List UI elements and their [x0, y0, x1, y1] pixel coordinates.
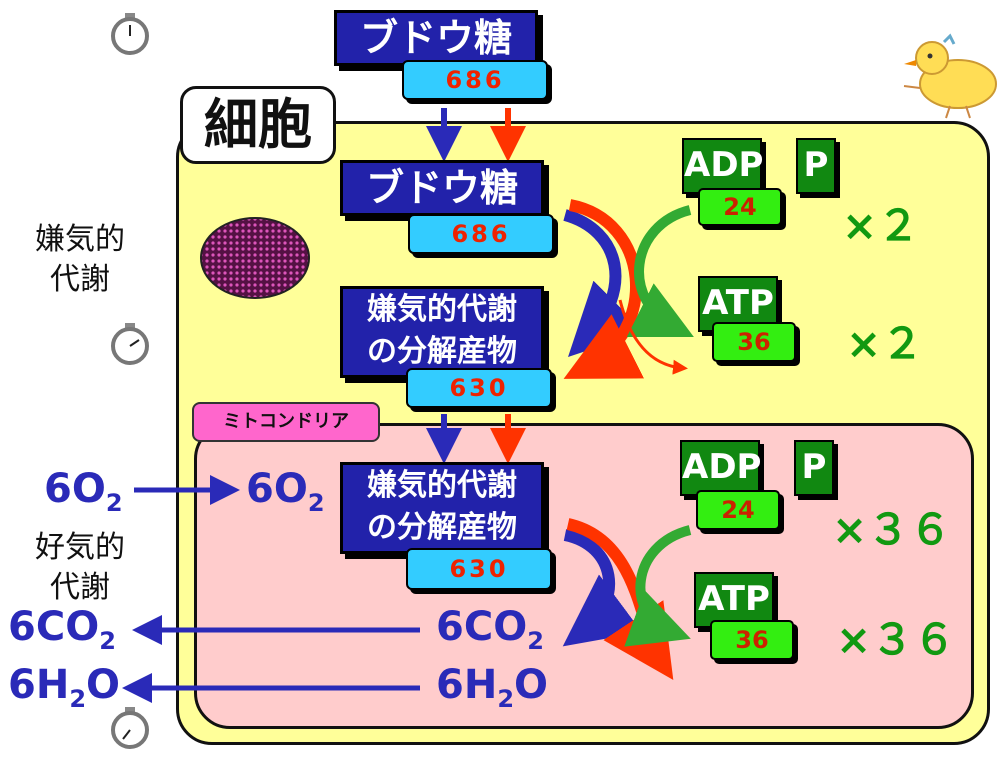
respiration-arrows [562, 518, 692, 680]
glucose-energy-value: 686 [402, 60, 548, 100]
adp-energy-value: 24 [698, 188, 782, 226]
adp-multiplier: ×３６ [832, 505, 952, 554]
atp-box: ATP [694, 572, 774, 628]
glucose-entry-arrows [426, 108, 526, 162]
aerobic-metabolism-label: 好気的 代謝 [20, 528, 140, 608]
atp-multiplier: ×２ [846, 319, 924, 368]
stopwatch-icon [111, 13, 149, 55]
mito-entry-arrows [426, 414, 526, 464]
anaerobic-product-line1: 嫌気的代謝 [367, 292, 517, 327]
mito-product-box: 嫌気的代謝 の分解産物 [340, 462, 544, 554]
atp-energy-value: 36 [712, 322, 796, 362]
mito-product-line2: の分解産物 [367, 510, 517, 545]
nucleus-icon [200, 217, 310, 299]
mito-product-line1: 嫌気的代謝 [367, 468, 517, 503]
anaerobic-label-line1: 嫌気的 [35, 222, 125, 257]
co2-inside: 6CO2 [436, 604, 544, 655]
stopwatch-icon [111, 707, 149, 749]
mitochondria-label: ミトコンドリア [192, 402, 380, 442]
anaerobic-product-box: 嫌気的代謝 の分解産物 [340, 286, 544, 378]
chick-icon [903, 33, 997, 119]
phosphate-box: P [796, 138, 836, 194]
cell-label: 細胞 [180, 86, 336, 164]
adp-energy-value: 24 [696, 490, 780, 530]
anaerobic-metabolism-label: 嫌気的 代謝 [20, 220, 140, 300]
h2o-outside: 6H2O [8, 662, 121, 713]
anaerobic-product-line2: の分解産物 [367, 334, 517, 369]
o2-inside: 6O2 [246, 466, 325, 517]
cell-glucose-energy-value: 686 [408, 214, 554, 254]
mito-product-energy-value: 630 [406, 548, 552, 590]
cell-glucose-box: ブドウ糖 [340, 160, 544, 216]
o2-outside: 6O2 [44, 466, 123, 517]
anaerobic-label-line2: 代謝 [50, 262, 110, 297]
stopwatch-icon [111, 323, 149, 365]
atp-multiplier: ×３６ [836, 615, 956, 664]
adp-box: ADP [682, 138, 763, 194]
glycolysis-arrows [563, 199, 694, 379]
anaerobic-product-energy-value: 630 [406, 368, 552, 408]
co2-outside: 6CO2 [8, 604, 116, 655]
aerobic-label-line1: 好気的 [35, 530, 125, 565]
aerobic-label-line2: 代謝 [50, 570, 110, 605]
adp-multiplier: ×２ [842, 201, 920, 250]
adp-box: ADP [680, 440, 761, 496]
glucose-box: ブドウ糖 [334, 10, 538, 66]
h2o-inside: 6H2O [436, 662, 549, 713]
atp-energy-value: 36 [710, 620, 794, 660]
phosphate-box: P [794, 440, 834, 496]
